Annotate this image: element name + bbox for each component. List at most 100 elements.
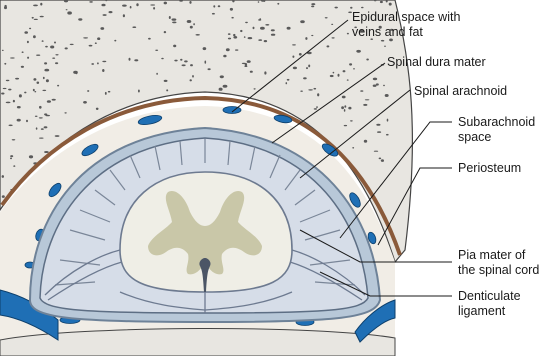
bone-dot (277, 3, 279, 5)
bone-dot (42, 40, 44, 42)
bone-dot (196, 34, 200, 36)
bone-dot (134, 59, 138, 61)
bone-dot (330, 75, 334, 77)
label-periosteum: Periosteum (458, 161, 521, 176)
bone-dot (64, 112, 66, 113)
bone-dot (101, 4, 105, 7)
bone-dot (333, 72, 335, 74)
bone-dot (33, 89, 35, 92)
label-epidural-line1: Epidural space with (352, 10, 460, 25)
bone-dot (350, 120, 353, 121)
bone-dot (254, 88, 256, 89)
bone-dot (190, 26, 193, 29)
bone-dot (381, 159, 384, 162)
bone-dot (208, 68, 211, 70)
bone-dot (2, 175, 4, 178)
bone-dot (311, 6, 314, 8)
bone-dot (44, 151, 49, 153)
bone-dot (67, 11, 72, 14)
bone-dot (24, 31, 28, 34)
bone-dot (287, 27, 291, 30)
bone-dot (365, 99, 370, 100)
bone-dot (29, 28, 31, 29)
bone-dot (250, 71, 253, 73)
bone-dot (300, 91, 303, 92)
bone-dot (12, 139, 16, 140)
bone-dot (363, 104, 367, 106)
bone-dot (6, 80, 10, 81)
bone-dot (15, 78, 19, 80)
bone-dot (286, 82, 288, 84)
bone-dot (219, 88, 223, 91)
bone-dot (109, 11, 113, 13)
label-subarachnoid-line1: Subarachnoid (458, 115, 535, 130)
bone-dot (228, 38, 231, 40)
bone-dot (164, 2, 167, 5)
bone-dot (380, 1, 383, 3)
bone-dot (233, 34, 235, 36)
bone-dot (73, 71, 78, 74)
bone-dot (19, 94, 22, 97)
label-epidural-line2: veins and fat (352, 25, 460, 40)
bone-dot (41, 128, 44, 130)
bone-dot (349, 63, 352, 65)
bone-dot (103, 14, 107, 16)
bone-dot (83, 37, 88, 38)
bone-dot (182, 64, 186, 66)
bone-dot (156, 73, 158, 75)
bone-dot (1, 93, 4, 95)
bone-dot (54, 42, 56, 44)
bone-dot (172, 22, 176, 24)
bone-dot (347, 79, 349, 80)
bone-dot (47, 100, 51, 103)
bone-dot (292, 44, 296, 45)
bone-dot (95, 42, 97, 44)
bone-dot (258, 1, 260, 3)
bone-dot (21, 66, 24, 68)
bone-dot (166, 89, 168, 91)
label-ticks (440, 122, 452, 296)
bone-dot (303, 77, 307, 79)
bone-dot (34, 19, 38, 20)
bone-dot (260, 27, 265, 30)
bone-dot (36, 55, 40, 56)
bone-dot (240, 30, 242, 32)
bone-dot (244, 65, 247, 67)
bone-dot (338, 74, 340, 77)
bone-dot (235, 49, 238, 50)
bone-dot (305, 37, 307, 40)
bone-dot (97, 62, 99, 64)
bone-dot (189, 1, 191, 4)
label-subarachnoid-line2: space (458, 130, 535, 145)
bone-dot (17, 119, 21, 122)
bone-dot (377, 131, 381, 133)
bone-dot (55, 135, 60, 137)
bone-dot (3, 88, 7, 89)
label-spinal-arachnoid: Spinal arachnoid (414, 84, 507, 99)
bone-dot (6, 102, 11, 104)
bone-dot (384, 46, 386, 47)
bone-dot (33, 78, 36, 81)
bone-dot (332, 37, 335, 38)
bone-dot (311, 3, 315, 5)
bone-dot (231, 17, 233, 19)
bone-dot (353, 68, 355, 70)
bone-dot (148, 38, 151, 40)
bone-dot (55, 54, 58, 55)
bone-dot (44, 113, 47, 115)
bone-dot (78, 18, 82, 20)
bone-dot (331, 24, 333, 25)
bone-dot (57, 85, 59, 87)
bone-dot (2, 50, 4, 51)
bone-dot (187, 20, 192, 23)
bone-dot (308, 89, 313, 90)
bone-dot (344, 109, 346, 112)
bone-dot (316, 106, 318, 108)
bone-dot (37, 82, 40, 84)
bone-dot (317, 93, 319, 96)
bone-dot (264, 40, 267, 42)
bone-dot (66, 9, 68, 10)
bone-dot (102, 69, 104, 72)
bone-dot (233, 36, 237, 39)
bone-dot (311, 35, 313, 36)
